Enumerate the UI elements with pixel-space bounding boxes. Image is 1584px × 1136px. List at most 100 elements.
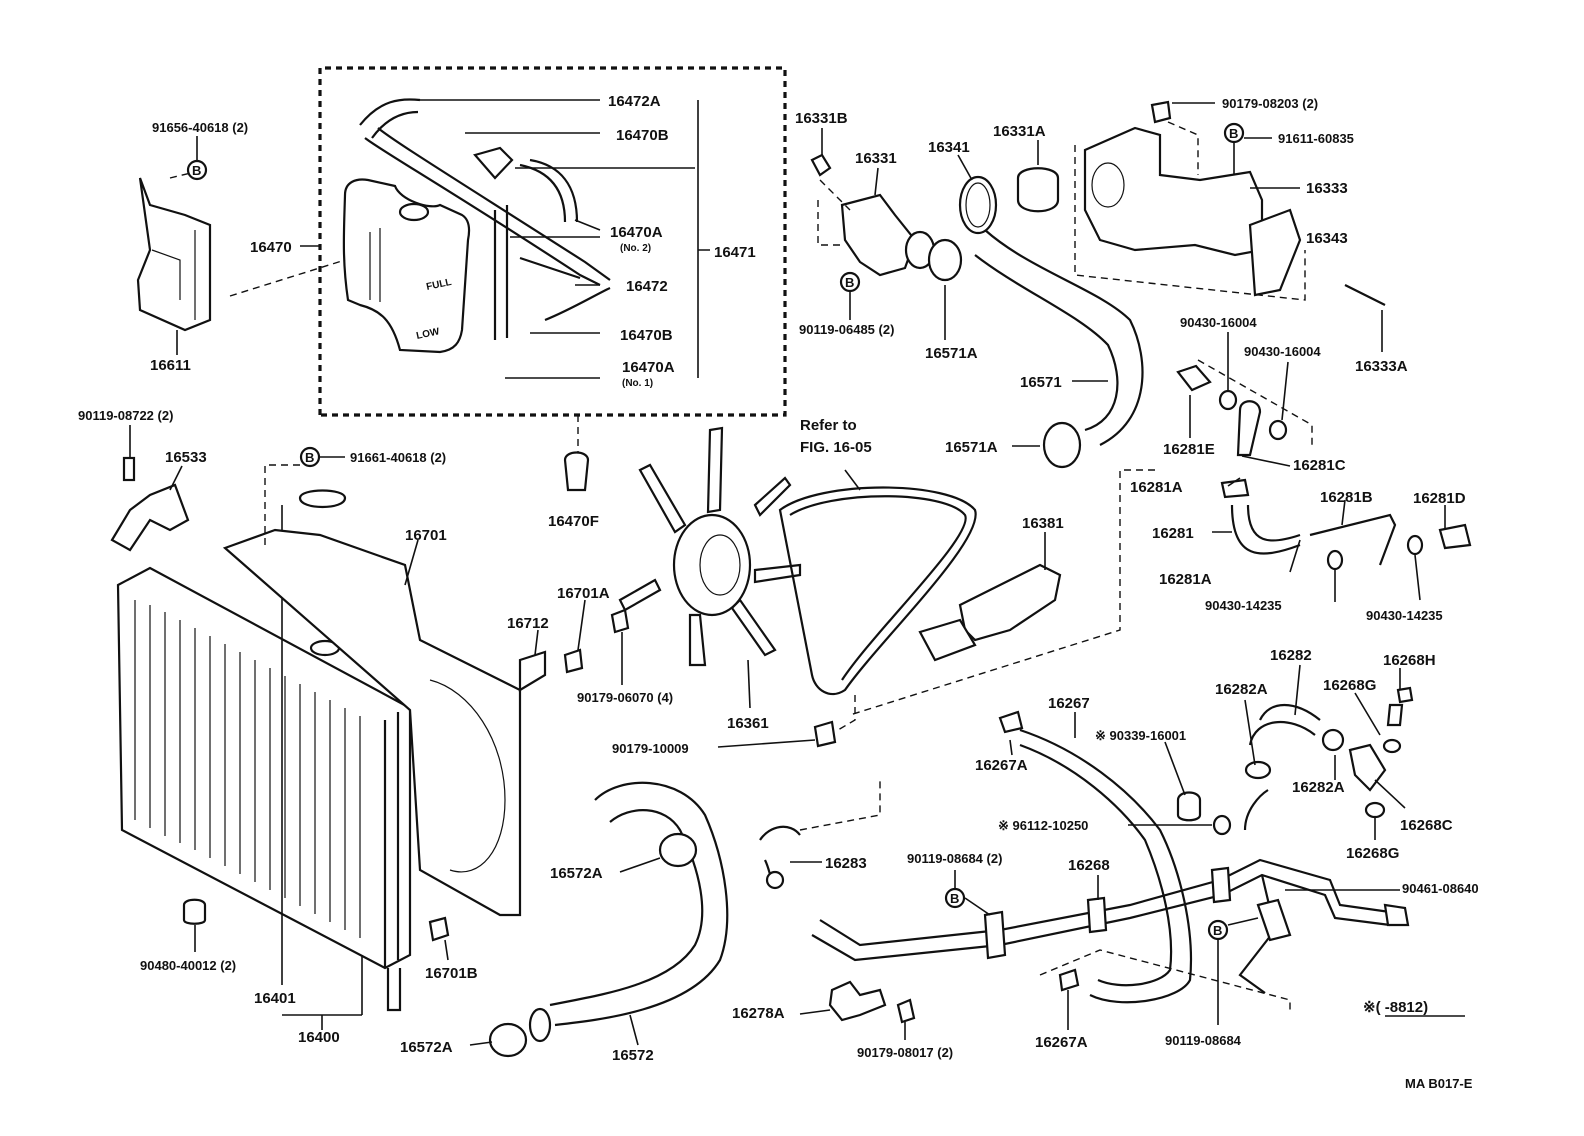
leader-90179-10009 — [717, 739, 816, 748]
radiator-side-tank — [383, 712, 400, 968]
refer-line-1: Refer to — [800, 417, 857, 434]
label-16470B-top: 16470B — [616, 127, 669, 144]
label-16268: 16268 — [1068, 857, 1110, 874]
clamp-pipe-a — [983, 910, 1007, 960]
label-16341: 16341 — [928, 139, 970, 156]
label-16611: 16611 — [150, 357, 191, 374]
fan-blade-3 — [753, 476, 792, 517]
pipe-16281B — [1309, 513, 1397, 566]
label-90179-08203: 90179-08203 (2) — [1222, 96, 1318, 111]
label-16712: 16712 — [507, 615, 549, 632]
label-no2: (No. 2) — [620, 243, 651, 254]
leader-90119-08684b — [1217, 917, 1259, 1025]
flange-16278A — [828, 980, 887, 1022]
bracket-16611: B — [136, 136, 346, 355]
v-belt — [778, 469, 977, 731]
label-90119-06485: 90119-06485 (2) — [799, 322, 894, 337]
label-16281C: 16281C — [1293, 457, 1346, 474]
water-inlet-group: B — [810, 128, 1060, 340]
fan-blade-5 — [730, 598, 777, 657]
fan-blade-2 — [638, 463, 687, 534]
leader-16361 — [747, 659, 751, 709]
valve-16268H — [1386, 686, 1414, 727]
hose-16267-links — [1039, 949, 1291, 1012]
outlet-links — [1074, 121, 1306, 301]
fitting-90339 — [1176, 791, 1202, 822]
bypass-links — [849, 359, 1313, 716]
refer-line-2: FIG. 16-05 — [800, 439, 872, 456]
label-16701: 16701 — [405, 527, 447, 544]
label-16470A-no2: 16470A — [610, 224, 663, 241]
label-16343: 16343 — [1306, 230, 1348, 247]
fan-blade-7 — [618, 578, 662, 612]
tube-16472-edge — [377, 127, 611, 281]
clip-16470F — [563, 415, 590, 492]
bolt-letter-08684a: B — [950, 891, 959, 906]
hose-16572-end — [528, 1007, 552, 1043]
link-90179-10009 — [837, 695, 856, 731]
label-90461-08640: 90461-08640 — [1402, 881, 1479, 896]
water-outlet-16333 — [1083, 126, 1264, 257]
leader-90119-08684a — [954, 870, 991, 916]
label-16571: 16571 — [1020, 374, 1062, 391]
label-16282A-top: 16282A — [1215, 681, 1268, 698]
fan-hub — [672, 513, 752, 617]
bolt-marker-91656 — [186, 159, 208, 181]
label-16331B: 16331B — [795, 110, 848, 127]
tank-full-mark: FULL — [425, 277, 452, 293]
leaders-inlet — [874, 167, 946, 340]
clamp-16571A-top — [927, 238, 963, 282]
label-90179-08017: 90179-08017 (2) — [857, 1045, 953, 1060]
hose-16283 — [759, 780, 881, 890]
label-96112-10250: ※ 96112-10250 — [998, 818, 1088, 833]
label-16571A-top: 16571A — [925, 345, 978, 362]
label-16471: 16471 — [714, 244, 756, 261]
label-16572: 16572 — [612, 1047, 654, 1064]
clip-16701A — [563, 648, 584, 674]
leader-refer — [844, 469, 861, 491]
gasket-90430-14235a — [1326, 549, 1344, 571]
clamp-16571A-bot — [1042, 421, 1082, 469]
reservoir-group: FULL LOW — [300, 66, 787, 417]
radiator-cap-16401 — [298, 489, 347, 508]
nut-90179-10009 — [717, 720, 837, 748]
leader-91611 — [1233, 137, 1272, 175]
bracket-body — [136, 177, 212, 332]
fan-blade-6 — [688, 613, 707, 667]
label-16333: 16333 — [1306, 180, 1348, 197]
hose-16267-edge-1 — [1019, 728, 1193, 1004]
label-90430-14235-a: 90430-14235 — [1205, 598, 1282, 613]
hose-16572-edge-2 — [549, 809, 704, 1007]
gasket-90430-16004a — [1218, 389, 1238, 411]
reservoir-group-boundary — [318, 66, 787, 417]
hose-16470A-no2 — [519, 163, 567, 223]
label-91656-40618: 91656-40618 (2) — [152, 120, 248, 135]
leaders-heater-top — [1244, 664, 1406, 840]
bracket-16381 — [918, 532, 1062, 662]
gasket-16343 — [1248, 208, 1302, 297]
nut-10009-body — [813, 720, 837, 748]
leaders-radiator — [281, 505, 363, 1030]
hose-lower — [544, 287, 611, 322]
applicability-note: ※( -8812) — [1363, 999, 1428, 1016]
label-16268G-top: 16268G — [1323, 677, 1376, 694]
hose-16571-edge-1 — [984, 229, 1144, 446]
label-90430-16004-b: 90430-16004 — [1244, 344, 1321, 359]
bolt-letter-91661: B — [305, 450, 314, 465]
label-90179-10009: 90179-10009 — [612, 741, 689, 756]
shroud-bolt-link — [264, 464, 300, 545]
water-outlet-group: B — [1074, 100, 1386, 352]
hose-16472A-edge — [371, 110, 419, 139]
label-16381: 16381 — [1022, 515, 1064, 532]
bracket-16533 — [110, 425, 190, 552]
label-16268H: 16268H — [1383, 652, 1436, 669]
shroud-ring — [429, 679, 506, 873]
bolt-marker-08684a — [944, 887, 966, 909]
label-16281A-top: 16281A — [1130, 479, 1183, 496]
bolt-letter-91611: B — [1229, 126, 1238, 141]
union-16281E — [1176, 364, 1212, 392]
label-16331: 16331 — [855, 150, 897, 167]
hose-16572 — [469, 781, 729, 1058]
